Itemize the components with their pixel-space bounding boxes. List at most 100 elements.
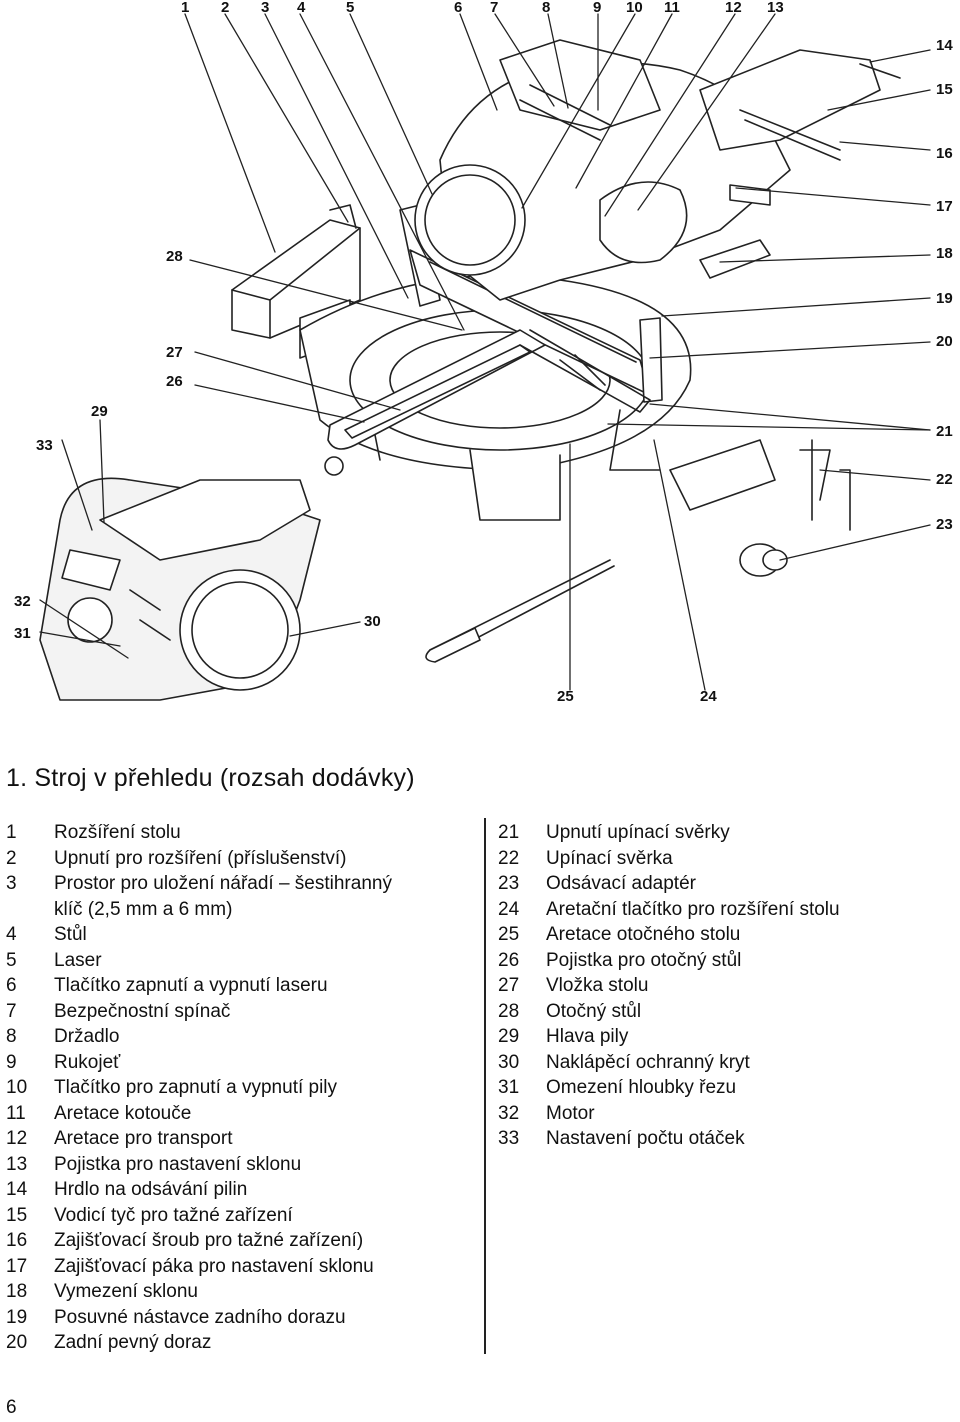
- page-number: 6: [6, 1397, 17, 1418]
- callout-7: 7: [490, 0, 499, 16]
- legend-item-text: Naklápěcí ochranný kryt: [546, 1051, 750, 1073]
- legend-item-number: 9: [6, 1051, 17, 1073]
- callout-12: 12: [725, 0, 742, 16]
- legend-item-number: 15: [6, 1204, 28, 1226]
- callout-11: 11: [664, 0, 680, 16]
- legend-item-text: Vodicí tyč pro tažné zařízení: [54, 1204, 293, 1226]
- legend-item-text: Aretace pro transport: [54, 1128, 233, 1149]
- legend-item-number: 13: [6, 1153, 28, 1175]
- callout-16: 16: [936, 145, 953, 162]
- legend-item: 21 Upnutí upínací svěrky: [498, 820, 954, 846]
- legend-item-text: Rozšíření stolu: [54, 822, 181, 843]
- legend-item-text: Aretační tlačítko pro rozšíření stolu: [546, 898, 840, 920]
- legend-item: 22 Upínací svěrka: [498, 846, 954, 872]
- callout-8: 8: [542, 0, 551, 16]
- legend-item-number: 33: [498, 1128, 520, 1149]
- legend-item-number: 4: [6, 924, 17, 945]
- legend-item: 15 Vodicí tyč pro tažné zařízení: [6, 1203, 476, 1229]
- legend-item-number: 21: [498, 822, 520, 843]
- callout-4: 4: [297, 0, 306, 16]
- legend-item-number: 20: [6, 1332, 28, 1353]
- legend-item-text: Zadní pevný doraz: [54, 1332, 212, 1353]
- legend-item-text: Upnutí upínací svěrky: [546, 822, 730, 843]
- callout-6: 6: [454, 0, 463, 16]
- legend-item-text: Laser: [54, 949, 102, 971]
- callout-22: 22: [936, 471, 953, 488]
- legend-item: 4 Stůl: [6, 922, 476, 948]
- legend-item-number: 24: [498, 898, 520, 920]
- callout-21: 21: [936, 423, 953, 440]
- callout-1: 1: [181, 0, 190, 16]
- legend-item-number: 23: [498, 873, 520, 894]
- legend-item-number: 5: [6, 949, 17, 971]
- callout-13: 13: [767, 0, 784, 16]
- fence-drawing: [399, 204, 663, 403]
- callout-14: 14: [936, 37, 953, 54]
- legend-item-number: 29: [498, 1026, 520, 1047]
- legend-item: 12 Aretace pro transport: [6, 1126, 476, 1152]
- legend-item-text: Aretace kotouče: [54, 1102, 192, 1124]
- legend-item: 8 Držadlo: [6, 1024, 476, 1050]
- callout-25: 25: [557, 688, 574, 705]
- callout-27: 27: [166, 344, 183, 361]
- column-divider: [484, 818, 486, 1354]
- callout-15: 15: [936, 81, 953, 98]
- legend-item-text: Odsávací adaptér: [546, 873, 696, 894]
- callout-32: 32: [14, 593, 31, 610]
- callout-2: 2: [221, 0, 230, 16]
- legend-item-number: 3: [6, 873, 17, 894]
- callout-20: 20: [936, 333, 953, 350]
- legend-item-text: Upnutí pro rozšíření (příslušenství): [54, 847, 347, 869]
- rod-drawing: [425, 559, 615, 663]
- legend-item: 33 Nastavení počtu otáček: [498, 1126, 954, 1152]
- legend-item-number: 8: [6, 1026, 17, 1047]
- legend-item-text: Upínací svěrka: [546, 847, 673, 869]
- inset-detail-drawing: [39, 477, 321, 701]
- legend-item-text: Držadlo: [54, 1026, 120, 1047]
- callout-29: 29: [91, 403, 108, 420]
- legend-item-text: Tlačítko pro zapnutí a vypnutí pily: [54, 1077, 338, 1098]
- legend-item: 3 Prostor pro uložení nářadí – šestihrann…: [6, 871, 476, 897]
- callout-9: 9: [593, 0, 602, 16]
- legend-item-text: Zajišťovací šroub pro tažné zařízení): [54, 1230, 364, 1251]
- legend-item-number: 17: [6, 1255, 28, 1277]
- legend-item-number: 16: [6, 1230, 28, 1251]
- legend-item-text: Prostor pro uložení nářadí – šestihranný: [54, 873, 392, 894]
- legend-item-text: Nastavení počtu otáček: [546, 1128, 745, 1149]
- legend-item-number: 14: [6, 1179, 28, 1200]
- legend-item-text: Otočný stůl: [546, 1000, 642, 1022]
- legend-item-text: Vymezení sklonu: [54, 1281, 198, 1302]
- legend-item-number: 12: [6, 1128, 28, 1149]
- legend-item-number: 28: [498, 1000, 520, 1022]
- section-title: 1. Stroj v přehledu (rozsah dodávky): [6, 764, 415, 792]
- callout-28: 28: [166, 248, 183, 265]
- legend-item-text: Omezení hloubky řezu: [546, 1077, 737, 1098]
- legend-item-number: 7: [6, 1000, 17, 1022]
- legend-item-text: Motor: [546, 1102, 595, 1124]
- legend-item-continuation: klíč (2,5 mm a 6 mm): [54, 898, 233, 920]
- legend-item: 28 Otočný stůl: [498, 999, 954, 1025]
- callout-31: 31: [14, 625, 31, 642]
- legend-item-text: Stůl: [54, 924, 87, 945]
- legend-item-text: Pojistka pro otočný stůl: [546, 949, 742, 971]
- legend-item-number: 11: [6, 1102, 26, 1124]
- callout-10: 10: [626, 0, 643, 16]
- callout-18: 18: [936, 245, 953, 262]
- callout-23: 23: [936, 516, 953, 533]
- callout-5: 5: [346, 0, 355, 16]
- legend-item-number: 22: [498, 847, 520, 869]
- legend-item-text: Aretace otočného stolu: [546, 924, 741, 945]
- legend-item-number: 10: [6, 1077, 28, 1098]
- callout-33: 33: [36, 437, 53, 454]
- legend-item-text: Tlačítko zapnutí a vypnutí laseru: [54, 975, 328, 996]
